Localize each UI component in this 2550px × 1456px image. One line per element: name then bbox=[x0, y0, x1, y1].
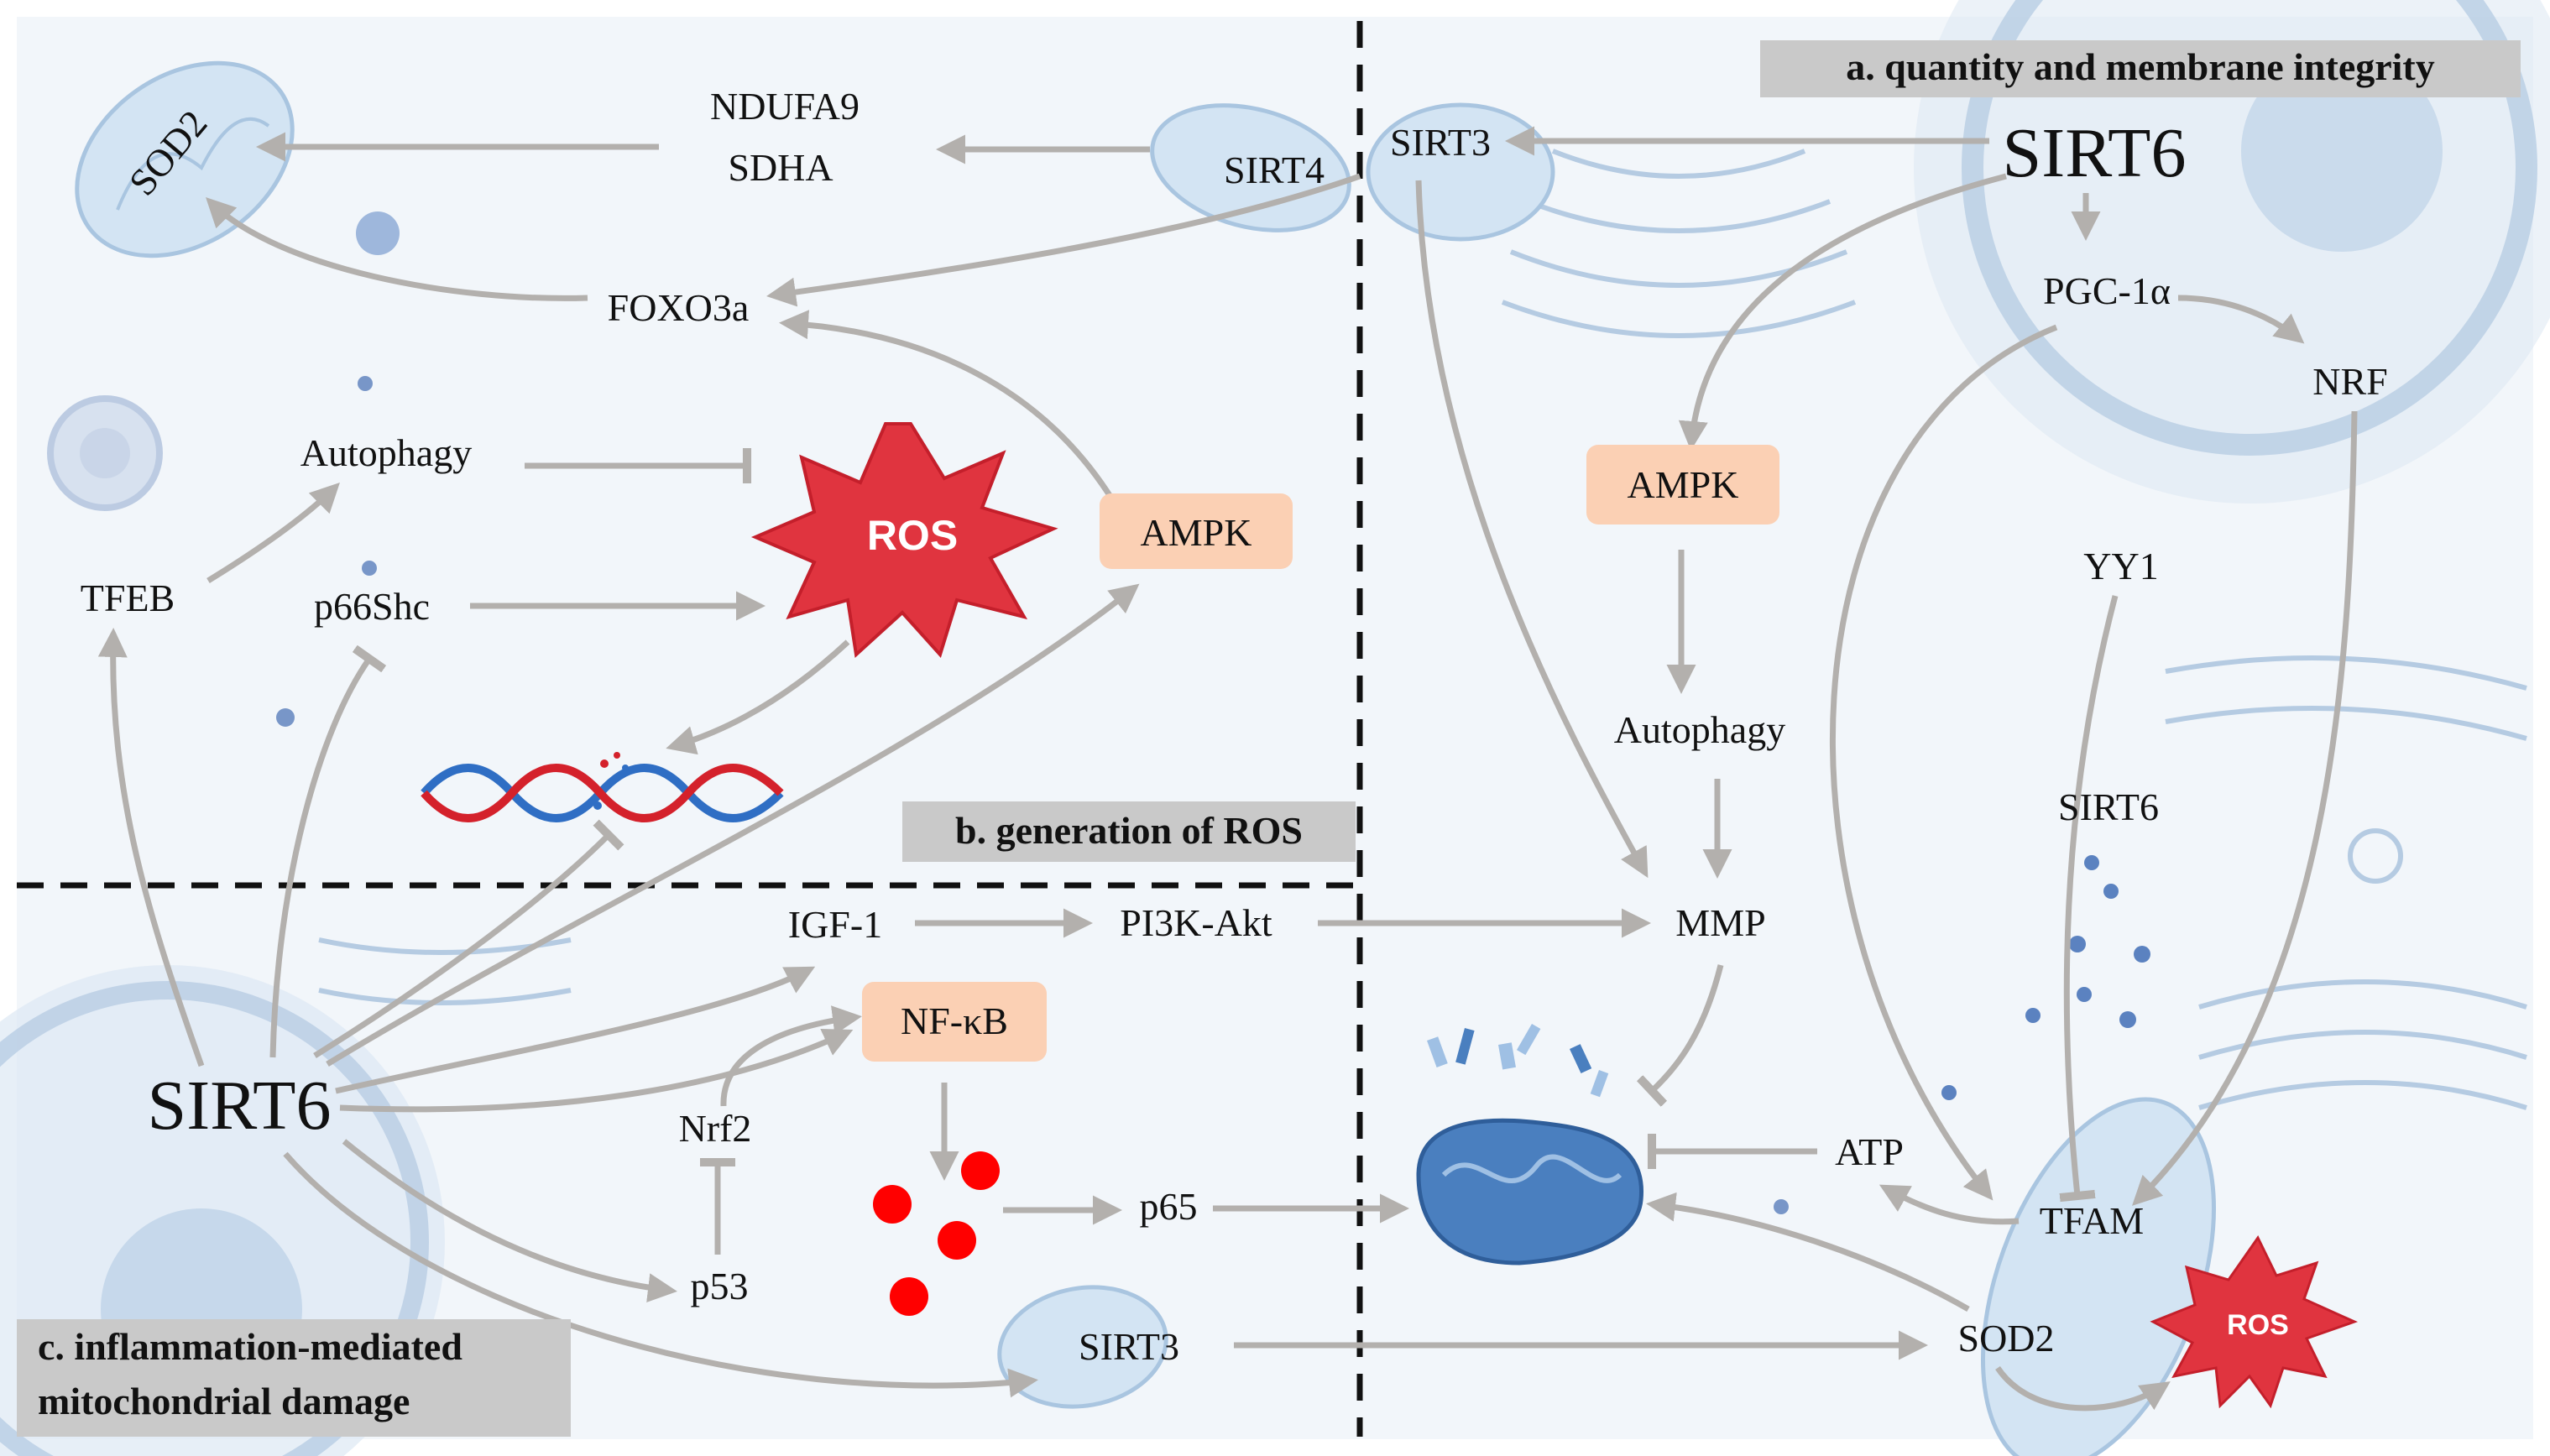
inhibit-sirt6-p66shc bbox=[269, 659, 369, 1058]
arrow-sirt3-mmp bbox=[1415, 180, 1649, 879]
arrow-sod2-ros bbox=[1995, 1366, 2171, 1412]
inhibit-sirt6-dna bbox=[313, 835, 609, 1058]
ndufa9-label: NDUFA9 bbox=[710, 85, 860, 128]
sirt6-label-a: SIRT6 bbox=[2003, 114, 2187, 192]
p66shc-label: p66Shc bbox=[314, 585, 430, 628]
sirt6-molecule-dots-icon bbox=[1941, 855, 2150, 1100]
arrow-sirt6-sirt3-c bbox=[283, 1151, 1038, 1398]
foxo3a-label: FOXO3a bbox=[608, 286, 750, 329]
mitochondrion-sirt4 bbox=[1150, 103, 1351, 232]
panel-c-title-line1: c. inflammation-mediated bbox=[38, 1325, 462, 1368]
arrow-tfeb-autophagy bbox=[206, 483, 340, 583]
nfkb-label: NF-κB bbox=[901, 999, 1008, 1042]
p65-label: p65 bbox=[1140, 1185, 1198, 1228]
arrow-ampk-foxo3a bbox=[779, 310, 1115, 501]
arrow-foxo3a-sod2 bbox=[206, 197, 588, 301]
panel-b-title-box bbox=[902, 801, 1356, 862]
igf1-label: IGF-1 bbox=[788, 903, 882, 946]
autophagy-label-b: Autophagy bbox=[300, 431, 472, 474]
dot-icon bbox=[358, 376, 373, 391]
sdha-label: SDHA bbox=[728, 146, 833, 189]
ros-label-a: ROS bbox=[2227, 1309, 2289, 1341]
panel-c-title-line2: mitochondrial damage bbox=[38, 1380, 410, 1422]
arrow-sod2-mito bbox=[1646, 1192, 1970, 1312]
damaged-mitochondrion-icon bbox=[1416, 1024, 1644, 1266]
sod2-label-bottom: SOD2 bbox=[1957, 1317, 2054, 1359]
arrow-nrf-tfam bbox=[2132, 410, 2358, 1206]
yy1-label: YY1 bbox=[2083, 545, 2158, 587]
red-particle-dots-icon bbox=[873, 1151, 1000, 1316]
arrow-sirt6-igf1 bbox=[335, 966, 816, 1094]
cell-illustration-a bbox=[1501, 0, 2550, 1110]
arrows bbox=[97, 126, 2358, 1412]
mmp-label: MMP bbox=[1675, 901, 1765, 944]
inhibit-mmp-mito bbox=[1652, 964, 1724, 1091]
ros-burst-icon bbox=[750, 422, 1058, 658]
vesicle-small-icon bbox=[356, 211, 400, 255]
pgc1a-label: PGC-1α bbox=[2043, 269, 2171, 312]
dna-helix-icon bbox=[421, 752, 784, 822]
pi3k-akt-label: PI3K-Akt bbox=[1120, 901, 1272, 944]
nfkb-box bbox=[862, 982, 1047, 1062]
panel-a-title: a. quantity and membrane integrity bbox=[1846, 45, 2435, 88]
ros-label-b: ROS bbox=[867, 512, 958, 559]
arrow-sirt6-nfkb bbox=[339, 1028, 854, 1113]
mitochondrion-sirt3-c bbox=[997, 1285, 1168, 1409]
ros-burst-small-icon bbox=[2150, 1235, 2359, 1409]
sirt3-label-c: SIRT3 bbox=[1079, 1325, 1179, 1368]
ampk-label-a: AMPK bbox=[1628, 463, 1739, 506]
arrow-sirt6-tfeb bbox=[97, 628, 205, 1067]
ampk-label-b: AMPK bbox=[1141, 511, 1252, 554]
arrow-sirt6-ampk-b bbox=[326, 583, 1140, 1067]
atp-label: ATP bbox=[1835, 1130, 1904, 1173]
arrow-sirt3-foxo3a bbox=[766, 173, 1361, 307]
arrow-pgc1a-tfam bbox=[1829, 324, 2058, 1201]
dot-icon bbox=[1774, 1199, 1789, 1214]
arrow-pgc1a-nrf bbox=[2177, 295, 2305, 344]
tfeb-label: TFEB bbox=[81, 577, 175, 619]
panel-b-title: b. generation of ROS bbox=[955, 809, 1303, 852]
sirt4-label: SIRT4 bbox=[1224, 149, 1325, 191]
nrf-label: NRF bbox=[2312, 360, 2387, 403]
sirt6-label-c: SIRT6 bbox=[148, 1067, 332, 1145]
arrow-tfam-atp bbox=[1879, 1184, 2020, 1225]
p53-label: p53 bbox=[691, 1265, 749, 1307]
panel-a-title-box bbox=[1760, 40, 2521, 97]
ampk-box-a bbox=[1586, 445, 1779, 524]
sirt6-label-small: SIRT6 bbox=[2058, 785, 2159, 828]
sirt3-label-a: SIRT3 bbox=[1390, 121, 1491, 164]
autophagy-label-a: Autophagy bbox=[1614, 708, 1785, 751]
arrow-nrf2-nfkb bbox=[720, 1005, 862, 1107]
dot-icon bbox=[276, 708, 295, 727]
tfam-label: TFAM bbox=[2040, 1199, 2144, 1242]
dot-icon bbox=[362, 561, 377, 576]
vesicle-core-icon bbox=[80, 428, 130, 478]
arrow-sirt6-ampk bbox=[1678, 173, 2007, 451]
arrow-sirt6-p53 bbox=[342, 1139, 677, 1303]
ampk-box-b bbox=[1100, 493, 1293, 569]
arrow-ros-dna bbox=[666, 639, 850, 755]
nrf2-label: Nrf2 bbox=[679, 1107, 752, 1150]
panel-c-title-box bbox=[17, 1319, 571, 1437]
inhibit-yy1-tfam bbox=[2067, 595, 2119, 1196]
